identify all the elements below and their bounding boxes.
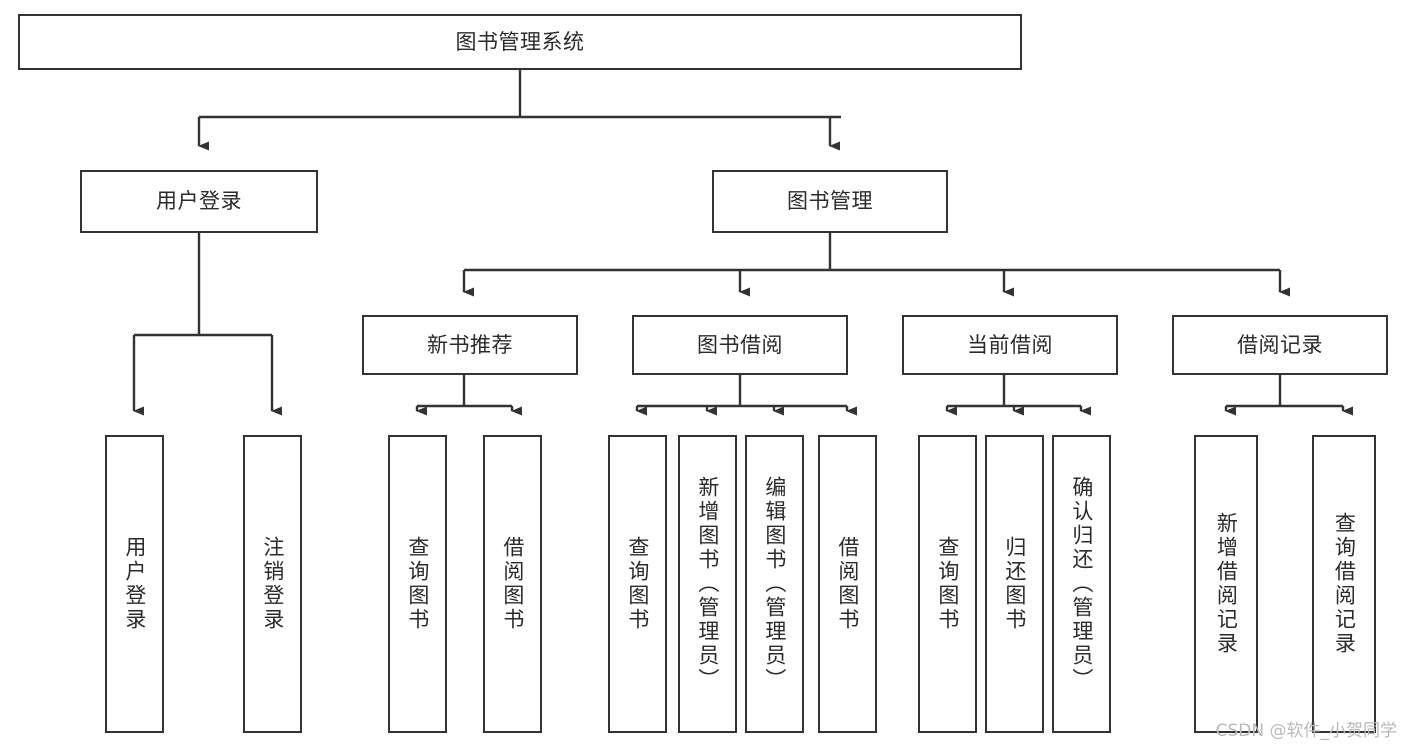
node-book-manage[interactable]: 图书管理	[712, 170, 948, 233]
node-leaf-confirm-return-label: 确认归还（管理员）	[1069, 476, 1094, 692]
node-book-borrow-label: 图书借阅	[697, 332, 783, 357]
node-current-borrow-label: 当前借阅	[967, 332, 1053, 357]
node-leaf-return-book[interactable]: 归还图书	[985, 435, 1044, 733]
node-leaf-query-book-1-label: 查询图书	[405, 536, 430, 632]
node-leaf-borrow-book-1-label: 借阅图书	[500, 536, 525, 632]
node-book-manage-label: 图书管理	[787, 189, 873, 214]
node-book-borrow[interactable]: 图书借阅	[632, 315, 848, 375]
node-root[interactable]: 图书管理系统	[18, 14, 1022, 70]
node-leaf-logout-login-label: 注销登录	[260, 536, 285, 632]
node-leaf-query-record-label: 查询借阅记录	[1332, 512, 1357, 656]
node-leaf-borrow-book-2[interactable]: 借阅图书	[818, 435, 877, 733]
node-leaf-query-book-1[interactable]: 查询图书	[388, 435, 447, 733]
node-borrow-record-label: 借阅记录	[1237, 332, 1323, 357]
node-user-login-label: 用户登录	[156, 189, 242, 214]
node-leaf-query-book-3[interactable]: 查询图书	[918, 435, 977, 733]
node-leaf-borrow-book-2-label: 借阅图书	[835, 536, 860, 632]
node-leaf-add-record[interactable]: 新增借阅记录	[1194, 435, 1258, 733]
node-leaf-add-record-label: 新增借阅记录	[1214, 512, 1239, 656]
node-current-borrow[interactable]: 当前借阅	[902, 315, 1118, 375]
node-borrow-record[interactable]: 借阅记录	[1172, 315, 1388, 375]
node-leaf-edit-book[interactable]: 编辑图书（管理员）	[745, 435, 804, 733]
node-leaf-user-login-label: 用户登录	[122, 536, 147, 632]
node-leaf-user-login[interactable]: 用户登录	[105, 435, 164, 733]
node-new-book-recommend-label: 新书推荐	[427, 332, 513, 357]
node-root-label: 图书管理系统	[455, 29, 585, 54]
node-user-login[interactable]: 用户登录	[80, 170, 318, 233]
node-leaf-query-book-3-label: 查询图书	[935, 536, 960, 632]
node-leaf-borrow-book-1[interactable]: 借阅图书	[483, 435, 542, 733]
node-leaf-add-book[interactable]: 新增图书（管理员）	[678, 435, 737, 733]
node-leaf-edit-book-label: 编辑图书（管理员）	[762, 476, 787, 692]
node-leaf-query-record[interactable]: 查询借阅记录	[1312, 435, 1376, 733]
node-leaf-query-book-2[interactable]: 查询图书	[608, 435, 667, 733]
node-new-book-recommend[interactable]: 新书推荐	[362, 315, 578, 375]
node-leaf-logout-login[interactable]: 注销登录	[243, 435, 302, 733]
node-leaf-query-book-2-label: 查询图书	[625, 536, 650, 632]
node-leaf-confirm-return[interactable]: 确认归还（管理员）	[1052, 435, 1111, 733]
node-leaf-add-book-label: 新增图书（管理员）	[695, 476, 720, 692]
csdn-watermark: CSDN @软件_小贺同学	[1215, 721, 1397, 741]
node-leaf-return-book-label: 归还图书	[1002, 536, 1027, 632]
